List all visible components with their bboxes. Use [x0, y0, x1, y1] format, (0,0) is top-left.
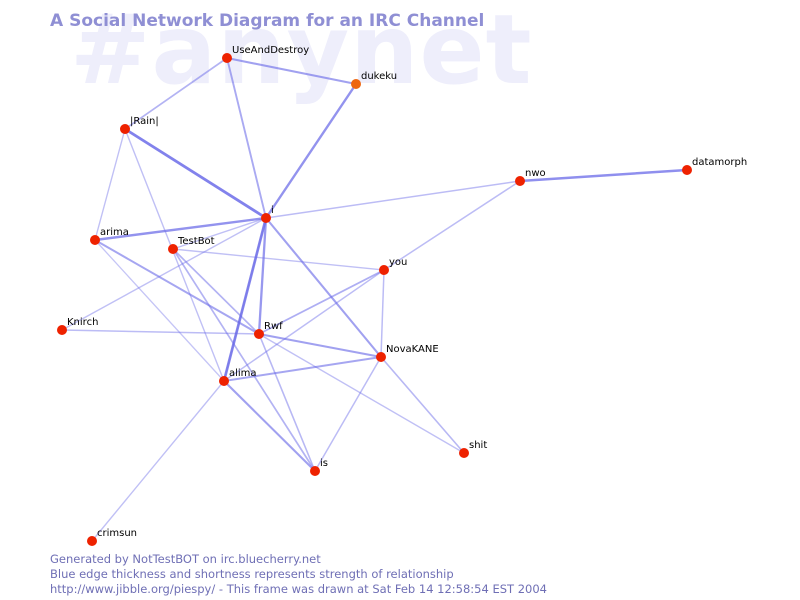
- node-dot-arima: [90, 235, 100, 245]
- edge-nwo-datamorph: [518, 168, 689, 183]
- edge-Rwf-shit: [258, 333, 465, 454]
- node-dot-dukeku: [351, 79, 361, 89]
- node-label-crimsun: crimsun: [97, 528, 137, 539]
- edge-Knirch-i: [61, 217, 267, 331]
- edge-dukeku-i: [264, 82, 358, 220]
- node-i: i: [261, 205, 274, 223]
- node-is: is: [310, 458, 328, 476]
- node-dot-Rwf: [254, 329, 264, 339]
- node-label-datamorph: datamorph: [692, 157, 747, 168]
- nodes-layer: UseAndDestroy dukeku |Rain| nwo datamorph i ar…: [57, 45, 747, 546]
- edge-arima-i: [93, 216, 268, 242]
- edge-alima-crimsun: [91, 380, 225, 542]
- edge-UseAndDestroy-dukeku: [225, 56, 358, 86]
- node-NovaKANE: NovaKANE: [376, 344, 439, 362]
- edge-UseAndDestroy-i: [226, 57, 267, 219]
- edge-NovaKANE-is: [314, 356, 382, 472]
- node-dot-NovaKANE: [376, 352, 386, 362]
- node-you: you: [379, 257, 407, 275]
- node-dot-i: [261, 213, 271, 223]
- edge-Rain-arima: [94, 128, 126, 241]
- channel-watermark: #anynet: [70, 0, 533, 106]
- node-Rain: |Rain|: [120, 116, 159, 134]
- node-Rwf: Rwf: [254, 321, 283, 339]
- edge-Rwf-NovaKANE: [257, 332, 383, 359]
- edge-TestBot-you: [172, 248, 385, 271]
- node-arima: arima: [90, 227, 129, 245]
- node-label-is: is: [320, 458, 328, 469]
- node-nwo: nwo: [515, 168, 546, 186]
- footer: Generated by NotTestBOT on irc.bluecherr…: [50, 552, 547, 597]
- edge-Rain-UseAndDestroy: [124, 57, 228, 130]
- node-UseAndDestroy: UseAndDestroy: [222, 45, 309, 63]
- node-label-Rain: |Rain|: [130, 116, 159, 127]
- edge-NovaKANE-i: [264, 216, 383, 359]
- node-label-nwo: nwo: [525, 168, 546, 179]
- node-dot-TestBot: [168, 244, 178, 254]
- node-label-UseAndDestroy: UseAndDestroy: [232, 45, 309, 56]
- node-dukeku: dukeku: [351, 71, 397, 89]
- node-label-NovaKANE: NovaKANE: [386, 344, 439, 355]
- node-label-Knirch: Knirch: [67, 317, 98, 328]
- node-dot-alima: [219, 376, 229, 386]
- edge-alima-i: [222, 216, 268, 383]
- diagram-title: A Social Network Diagram for an IRC Chan…: [50, 11, 485, 31]
- edge-you-NovaKANE: [380, 269, 385, 358]
- node-dot-shit: [459, 448, 469, 458]
- edges-layer: [61, 56, 689, 542]
- node-dot-nwo: [515, 176, 525, 186]
- node-label-dukeku: dukeku: [361, 71, 397, 82]
- edge-alima-NovaKANE: [223, 356, 382, 382]
- node-label-shit: shit: [469, 440, 487, 451]
- node-label-Rwf: Rwf: [264, 321, 283, 332]
- node-dot-datamorph: [682, 165, 692, 175]
- edge-Rwf-you: [258, 269, 385, 335]
- edge-TestBot-is: [172, 248, 316, 472]
- node-dot-is: [310, 466, 320, 476]
- edge-alima-you: [223, 269, 385, 382]
- node-label-you: you: [389, 257, 407, 268]
- node-label-i: i: [271, 205, 274, 216]
- node-dot-crimsun: [87, 536, 97, 546]
- footer-legend: Blue edge thickness and shortness repres…: [50, 567, 454, 581]
- edge-i-nwo: [265, 180, 521, 219]
- node-dot-Knirch: [57, 325, 67, 335]
- node-label-TestBot: TestBot: [177, 236, 215, 247]
- node-TestBot: TestBot: [168, 236, 215, 254]
- edge-Rwf-is: [258, 333, 316, 472]
- edge-TestBot-i: [172, 217, 267, 250]
- node-shit: shit: [459, 440, 487, 458]
- node-datamorph: datamorph: [682, 157, 747, 175]
- edge-arima-alima: [94, 239, 225, 382]
- node-label-alima: alima: [229, 368, 257, 379]
- edge-Rain-i: [123, 127, 268, 220]
- node-dot-UseAndDestroy: [222, 53, 232, 63]
- node-crimsun: crimsun: [87, 528, 137, 546]
- edge-TestBot-Rwf: [172, 248, 260, 335]
- edge-NovaKANE-shit: [380, 356, 465, 454]
- edge-Rain-alima: [124, 128, 225, 382]
- node-dot-you: [379, 265, 389, 275]
- edge-Rwf-i: [257, 216, 268, 336]
- node-dot-Rain: [120, 124, 130, 134]
- node-alima: alima: [219, 368, 257, 386]
- edge-arima-Rwf: [94, 239, 260, 335]
- node-label-arima: arima: [100, 227, 129, 238]
- footer-url-line: http://www.jibble.org/piespy/ - This fra…: [50, 582, 547, 596]
- edge-alima-is: [222, 379, 317, 473]
- footer-generated-by: Generated by NotTestBOT on irc.bluecherr…: [50, 552, 321, 566]
- node-Knirch: Knirch: [57, 317, 98, 335]
- edge-you-nwo: [383, 180, 521, 271]
- edge-alima-i: [223, 217, 267, 382]
- edge-Knirch-Rwf: [61, 329, 260, 335]
